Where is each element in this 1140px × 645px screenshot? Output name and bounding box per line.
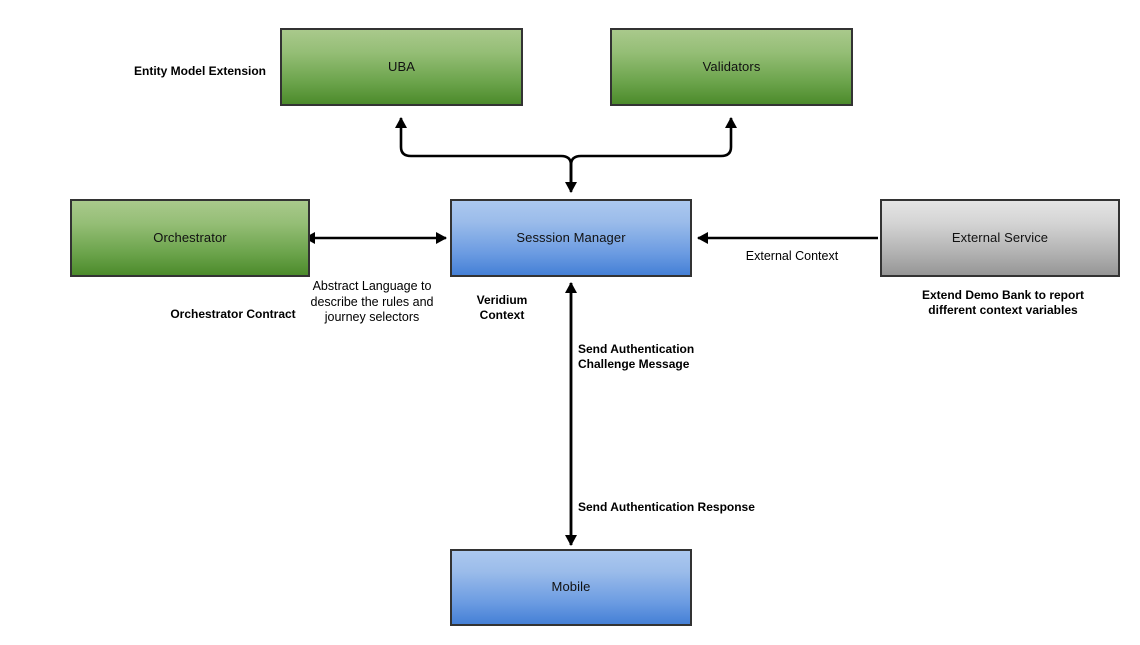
node-external-service[interactable]: External Service bbox=[880, 199, 1120, 277]
node-uba-label: UBA bbox=[387, 58, 416, 74]
node-mobile-label: Mobile bbox=[551, 579, 591, 595]
annotation-external-context: External Context bbox=[745, 249, 839, 263]
annotation-veridium-context: Veridium Context bbox=[476, 293, 528, 322]
node-orchestrator[interactable]: Orchestrator bbox=[70, 199, 310, 277]
node-external-service-label: External Service bbox=[951, 229, 1049, 245]
node-orchestrator-label: Orchestrator bbox=[153, 229, 227, 245]
node-mobile[interactable]: Mobile bbox=[450, 549, 692, 626]
node-validators[interactable]: Validators bbox=[610, 28, 853, 106]
annotation-abstract-language: Abstract Language to describe the rules … bbox=[310, 279, 434, 325]
connector-session-to-uba-validators bbox=[395, 117, 737, 193]
annotation-orchestrator-contract: Orchestrator Contract bbox=[170, 307, 296, 321]
annotation-entity-model-extension: Entity Model Extension bbox=[133, 64, 266, 78]
annotation-extend-demo-bank: Extend Demo Bank to report different con… bbox=[921, 288, 1085, 317]
node-session-manager[interactable]: Sesssion Manager bbox=[450, 199, 692, 277]
node-session-manager-label: Sesssion Manager bbox=[516, 229, 626, 245]
node-validators-label: Validators bbox=[702, 58, 761, 74]
annotation-send-auth-response: Send Authentication Response bbox=[578, 500, 755, 514]
annotation-send-auth-challenge: Send Authentication Challenge Message bbox=[578, 342, 695, 371]
node-uba[interactable]: UBA bbox=[280, 28, 523, 106]
